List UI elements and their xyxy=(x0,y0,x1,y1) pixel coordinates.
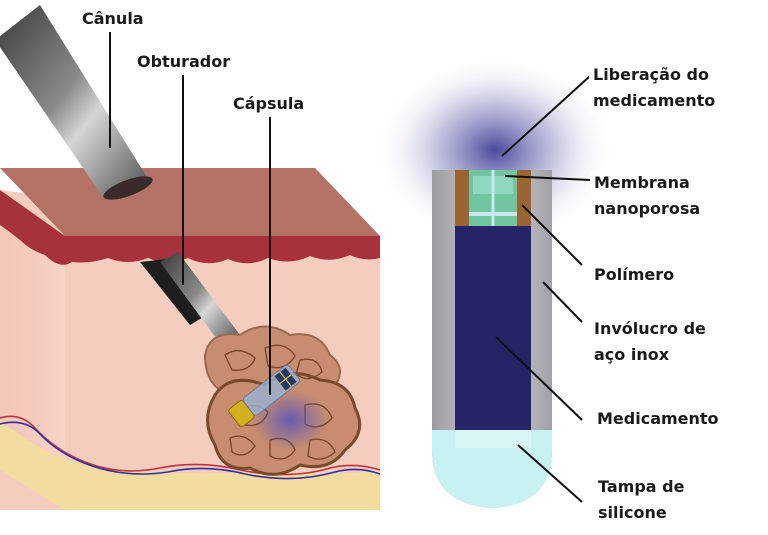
label-tampa-line2: silicone xyxy=(598,503,667,522)
label-tampa: Tampa de silicone xyxy=(594,474,689,526)
label-involucro: Invólucro de aço inox xyxy=(590,316,710,368)
obturator-rod xyxy=(160,252,240,346)
label-membrana: Membrana nanoporosa xyxy=(590,170,705,222)
label-involucro-line1: Invólucro de xyxy=(594,319,706,338)
polymer-left xyxy=(455,170,469,226)
obturator-assembly xyxy=(160,252,240,346)
leader-polimero xyxy=(521,204,583,266)
implanted-capsule xyxy=(228,364,300,428)
leader-membrana xyxy=(504,175,591,181)
leader-tampa xyxy=(517,444,583,503)
dermis-band xyxy=(0,190,380,265)
label-obturador: Obturador xyxy=(133,49,235,75)
label-liberacao-line2: medicamento xyxy=(593,91,716,110)
blood-vessel-blue xyxy=(0,421,381,480)
label-capsula-text: Cápsula xyxy=(233,94,305,113)
device-cross-section xyxy=(375,55,615,508)
label-involucro-line2: aço inox xyxy=(594,345,670,364)
leader-lines xyxy=(109,30,591,503)
label-membrana-line2: nanoporosa xyxy=(594,199,701,218)
canula-opening xyxy=(103,176,153,200)
canula-shaft xyxy=(0,5,150,200)
leader-involucro xyxy=(542,281,583,323)
label-capsula: Cápsula xyxy=(229,91,309,117)
fat-layer xyxy=(0,420,380,510)
label-obturador-text: Obturador xyxy=(137,52,231,71)
label-canula: Cânula xyxy=(78,6,148,32)
label-tampa-line1: Tampa de xyxy=(598,477,685,496)
label-polimero: Polímero xyxy=(590,262,679,288)
leader-medicamento xyxy=(495,336,583,421)
drug-reservoir xyxy=(455,226,531,430)
skin-side-face xyxy=(0,190,65,510)
leader-liberacao xyxy=(501,75,591,157)
label-medicamento-text: Medicamento xyxy=(597,409,719,428)
label-canula-text: Cânula xyxy=(82,9,144,28)
skin-block xyxy=(0,168,381,510)
label-liberacao: Liberação do medicamento xyxy=(589,62,720,114)
label-liberacao-line1: Liberação do xyxy=(593,65,709,84)
blood-vessel-red xyxy=(0,415,381,476)
label-polimero-text: Polímero xyxy=(594,265,675,284)
label-membrana-line1: Membrana xyxy=(594,173,690,192)
polymer-right xyxy=(517,170,531,226)
skin-top-surface xyxy=(0,168,380,236)
label-medicamento: Medicamento xyxy=(593,406,723,432)
